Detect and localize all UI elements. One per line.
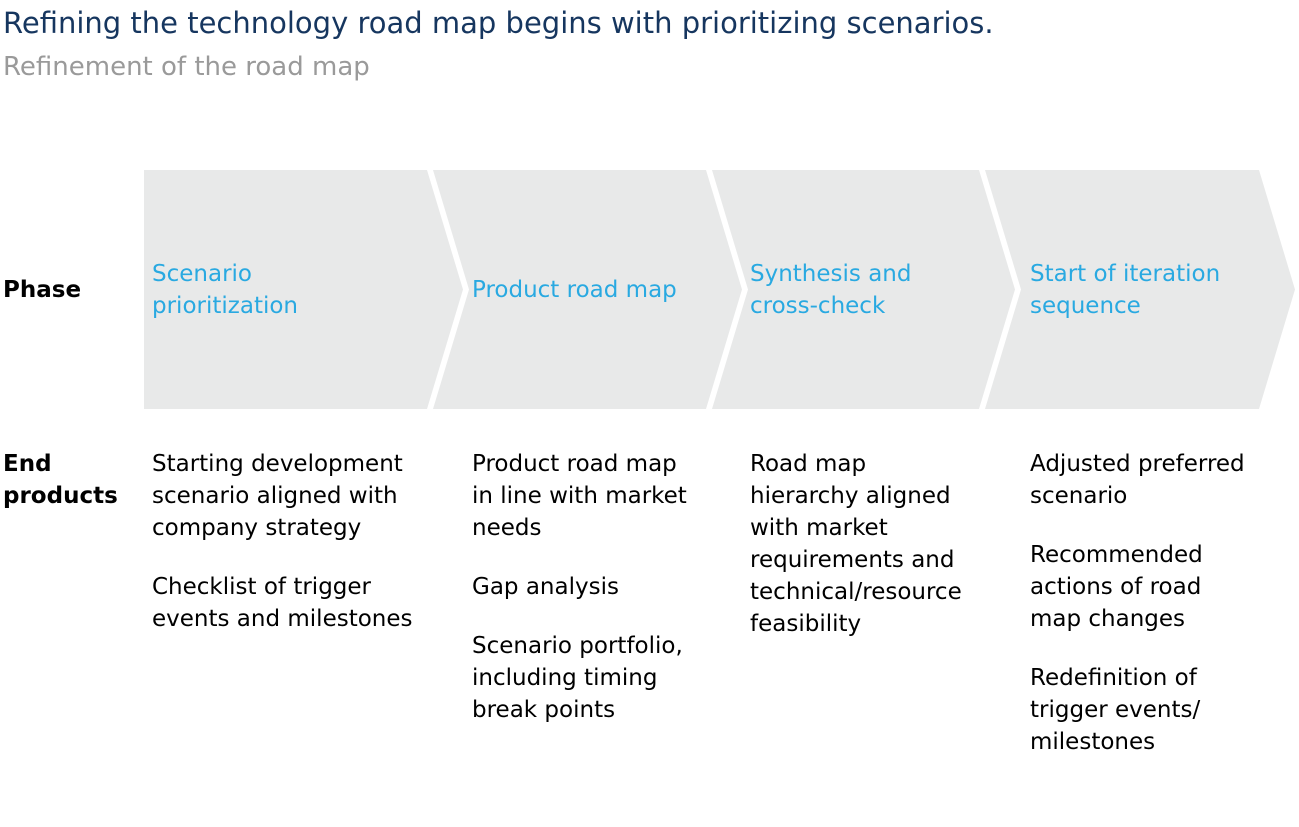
row-label-end-products: End products	[3, 451, 118, 509]
chevron-shape-phase-4	[985, 170, 1295, 409]
end-product-item: Product road map in line with market nee…	[472, 451, 687, 541]
end-products-column-3: Road map hierarchy aligned with market r…	[750, 448, 1030, 667]
end-product-item: Adjusted preferred scenario	[1030, 451, 1245, 509]
phase-label-synthesis-and-cross-check: Synthesis and cross-check	[750, 260, 912, 319]
end-product-item: Checklist of trigger events and mileston…	[152, 574, 413, 632]
end-product-item: Road map hierarchy aligned with market r…	[750, 451, 962, 637]
end-product-item: Gap analysis	[472, 574, 619, 600]
end-products-column-1: Starting development scenario aligned wi…	[152, 448, 432, 662]
chevron-shape-phase-1	[144, 170, 463, 409]
end-product-item: Recommended actions of road map changes	[1030, 542, 1203, 632]
end-product-item: Scenario portfolio, including timing bre…	[472, 633, 683, 723]
chevron-shape-phase-2	[433, 170, 742, 409]
end-products-column-4: Adjusted preferred scenario Recommended …	[1030, 448, 1299, 785]
end-product-item: Redefinition of trigger events/ mileston…	[1030, 665, 1201, 755]
phase-label-start-of-iteration-sequence: Start of iteration sequence	[1030, 260, 1221, 319]
phase-label-scenario-prioritization: Scenario prioritization	[152, 260, 298, 319]
phase-label-product-road-map: Product road map	[472, 276, 677, 303]
row-label-phase: Phase	[3, 276, 82, 303]
end-products-column-2: Product road map in line with market nee…	[472, 448, 752, 753]
end-product-item: Starting development scenario aligned wi…	[152, 451, 403, 541]
page-title: Refining the technology road map begins …	[3, 6, 994, 40]
chevron-shape-phase-3	[712, 170, 1015, 409]
process-chevron-band	[144, 170, 1295, 409]
page-subtitle: Refinement of the road map	[3, 52, 370, 82]
